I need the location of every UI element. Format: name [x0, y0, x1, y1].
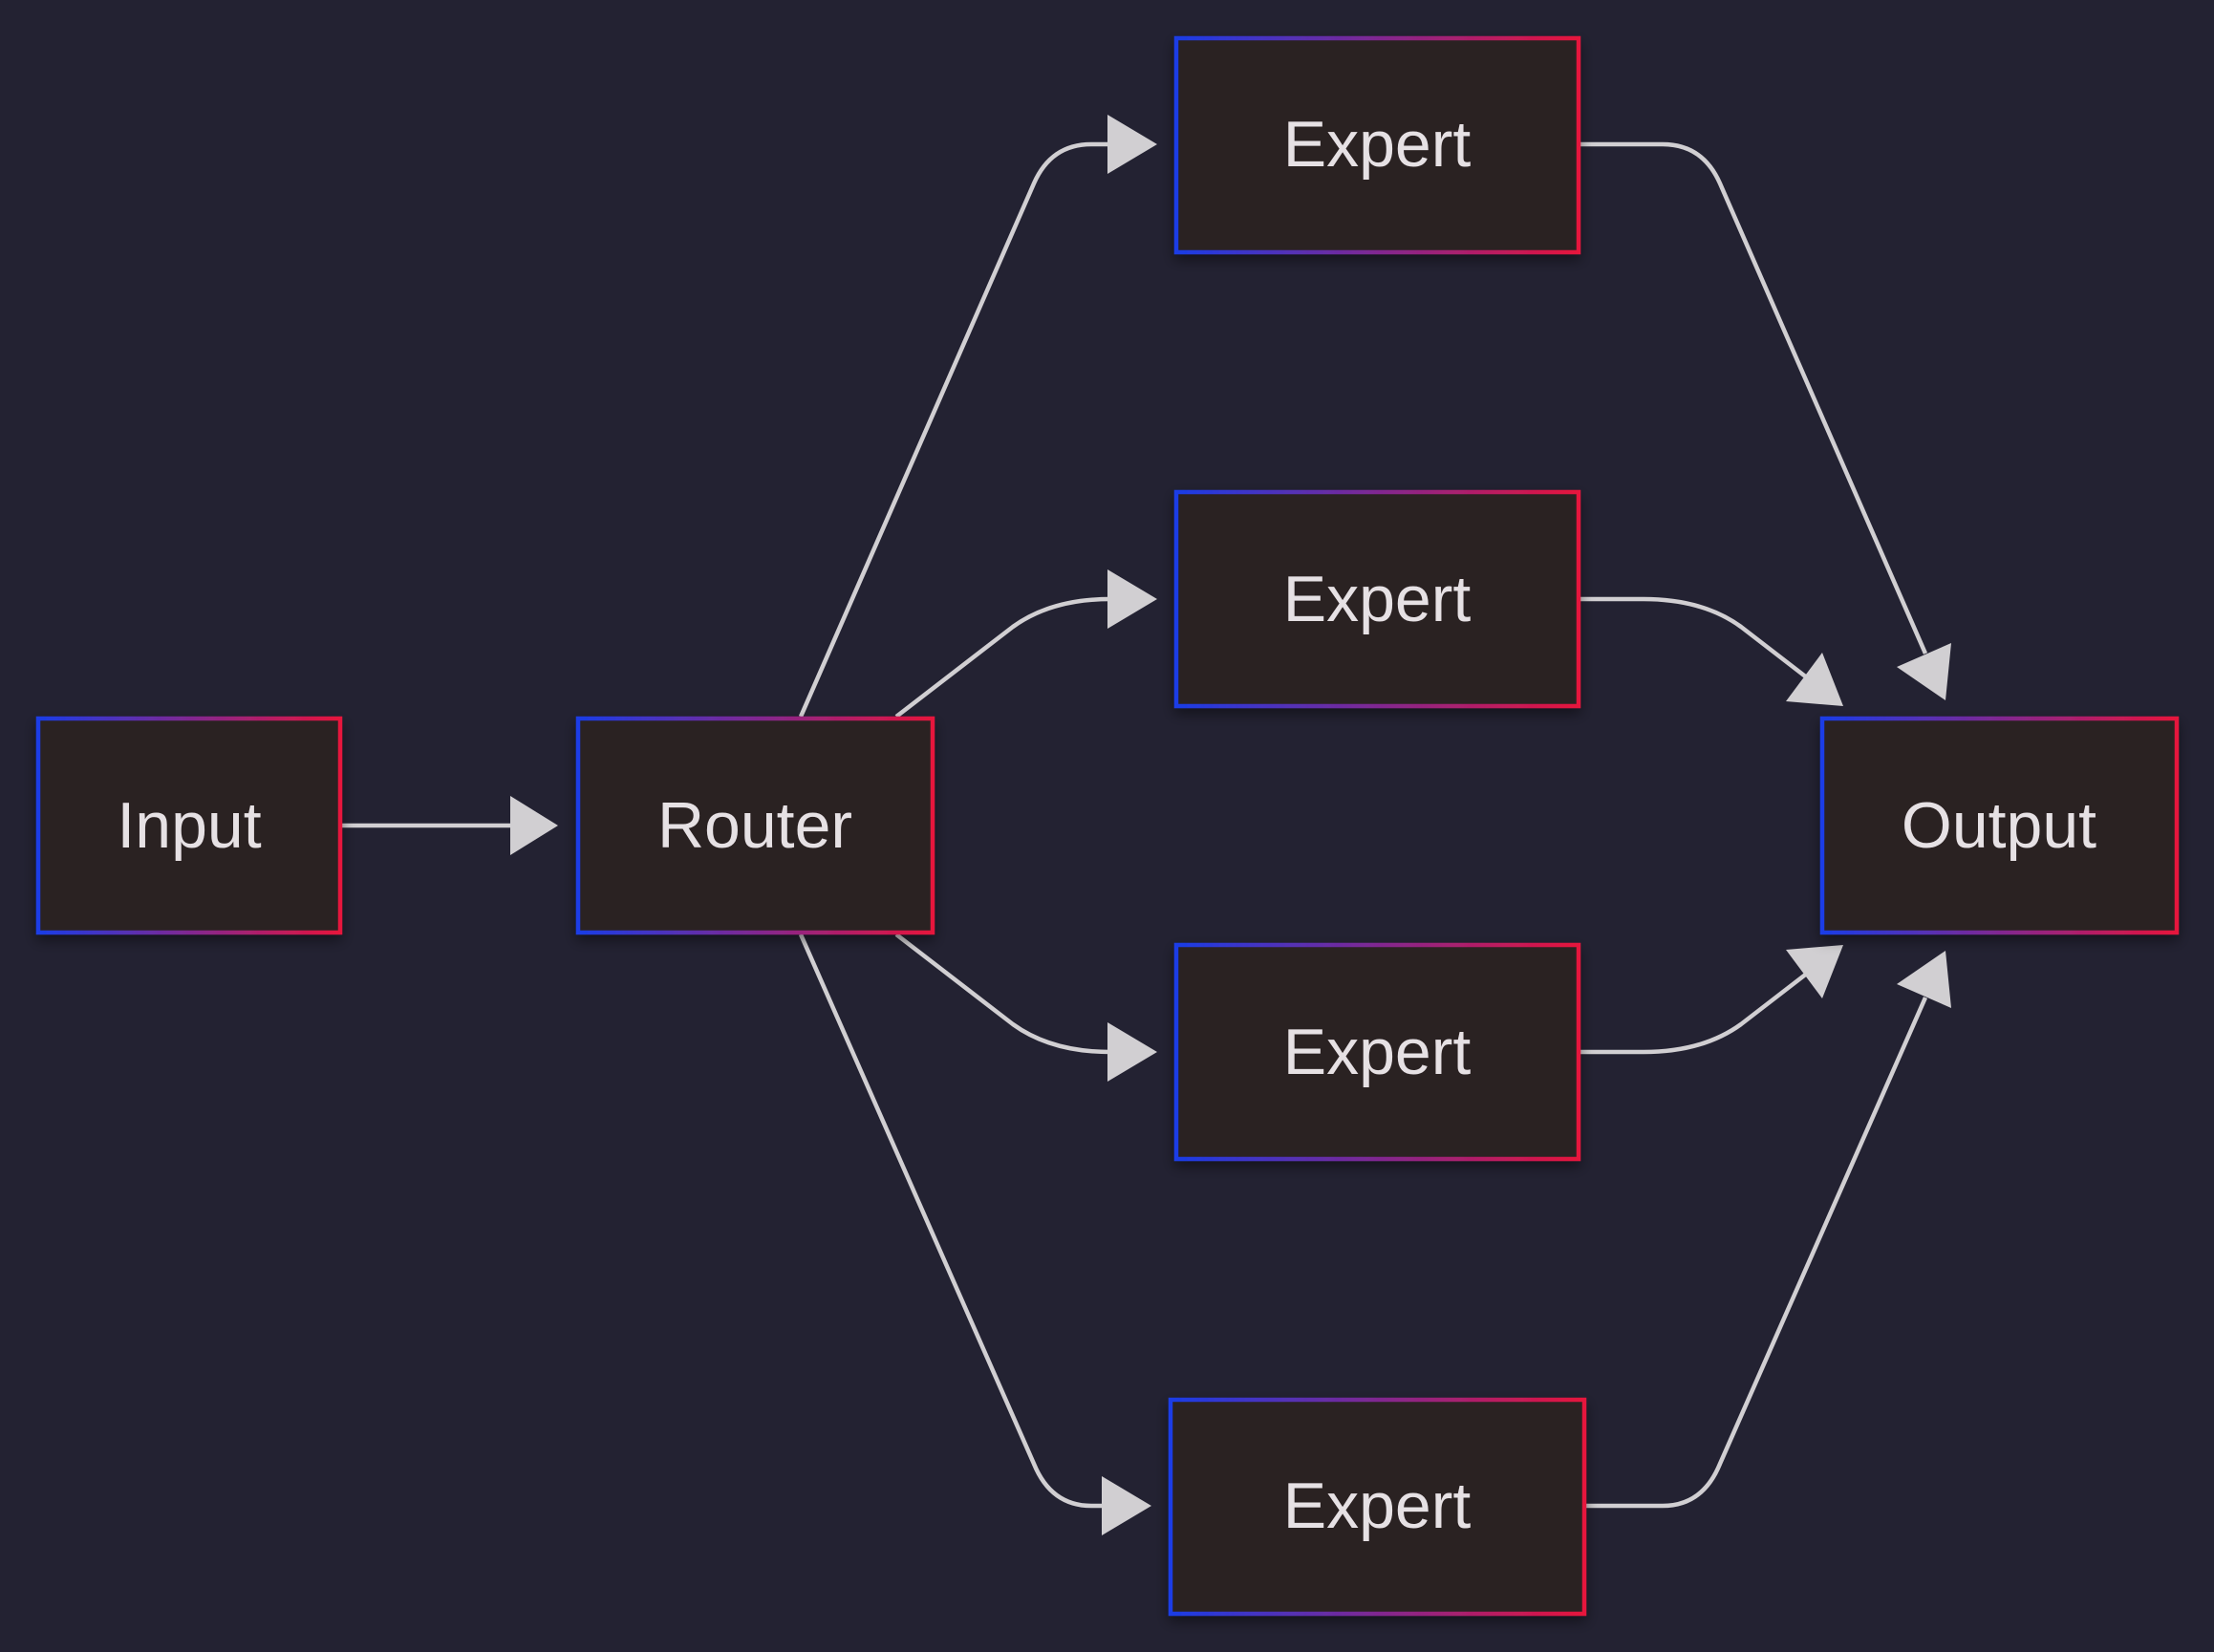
- node-input[interactable]: Input: [35, 716, 343, 935]
- node-label-expert-3: Expert: [1283, 1016, 1472, 1088]
- arrowhead-icon: [1107, 569, 1157, 629]
- node-label-expert-1: Expert: [1283, 108, 1472, 181]
- node-label-input: Input: [117, 789, 261, 862]
- arrowhead-icon: [1107, 1022, 1157, 1082]
- arrowhead-icon: [1786, 945, 1843, 998]
- arrowhead-icon: [1107, 115, 1157, 174]
- edge-expert1-output: [1580, 141, 1928, 654]
- node-label-expert-4: Expert: [1283, 1470, 1472, 1542]
- edge-router-expert4: [798, 933, 1105, 1509]
- node-expert-4[interactable]: Expert: [1168, 1397, 1587, 1617]
- edge-router-expert2: [894, 596, 1111, 719]
- edge-expert3-output: [1580, 971, 1810, 1055]
- arrowhead-icon: [1897, 951, 1951, 1008]
- arrowhead-icon: [510, 796, 558, 855]
- arrowhead-icon: [1786, 653, 1843, 706]
- arrowhead-icon: [1102, 1476, 1151, 1535]
- edge-expert2-output: [1580, 596, 1810, 680]
- node-expert-1[interactable]: Expert: [1173, 35, 1581, 255]
- edge-expert4-output: [1586, 997, 1928, 1509]
- node-router[interactable]: Router: [575, 716, 935, 935]
- nodes: Input Router Expert Expert Expert Expert…: [35, 35, 2180, 1617]
- node-label-output: Output: [1902, 789, 2096, 862]
- node-label-expert-2: Expert: [1283, 563, 1472, 635]
- arrowhead-icon: [1897, 643, 1951, 700]
- edge-router-expert1: [798, 141, 1110, 718]
- edge-router-expert3: [894, 933, 1111, 1055]
- node-label-router: Router: [657, 789, 852, 862]
- edges: [341, 115, 1951, 1535]
- node-output[interactable]: Output: [1819, 716, 2180, 935]
- node-expert-2[interactable]: Expert: [1173, 489, 1581, 709]
- node-expert-3[interactable]: Expert: [1173, 942, 1581, 1162]
